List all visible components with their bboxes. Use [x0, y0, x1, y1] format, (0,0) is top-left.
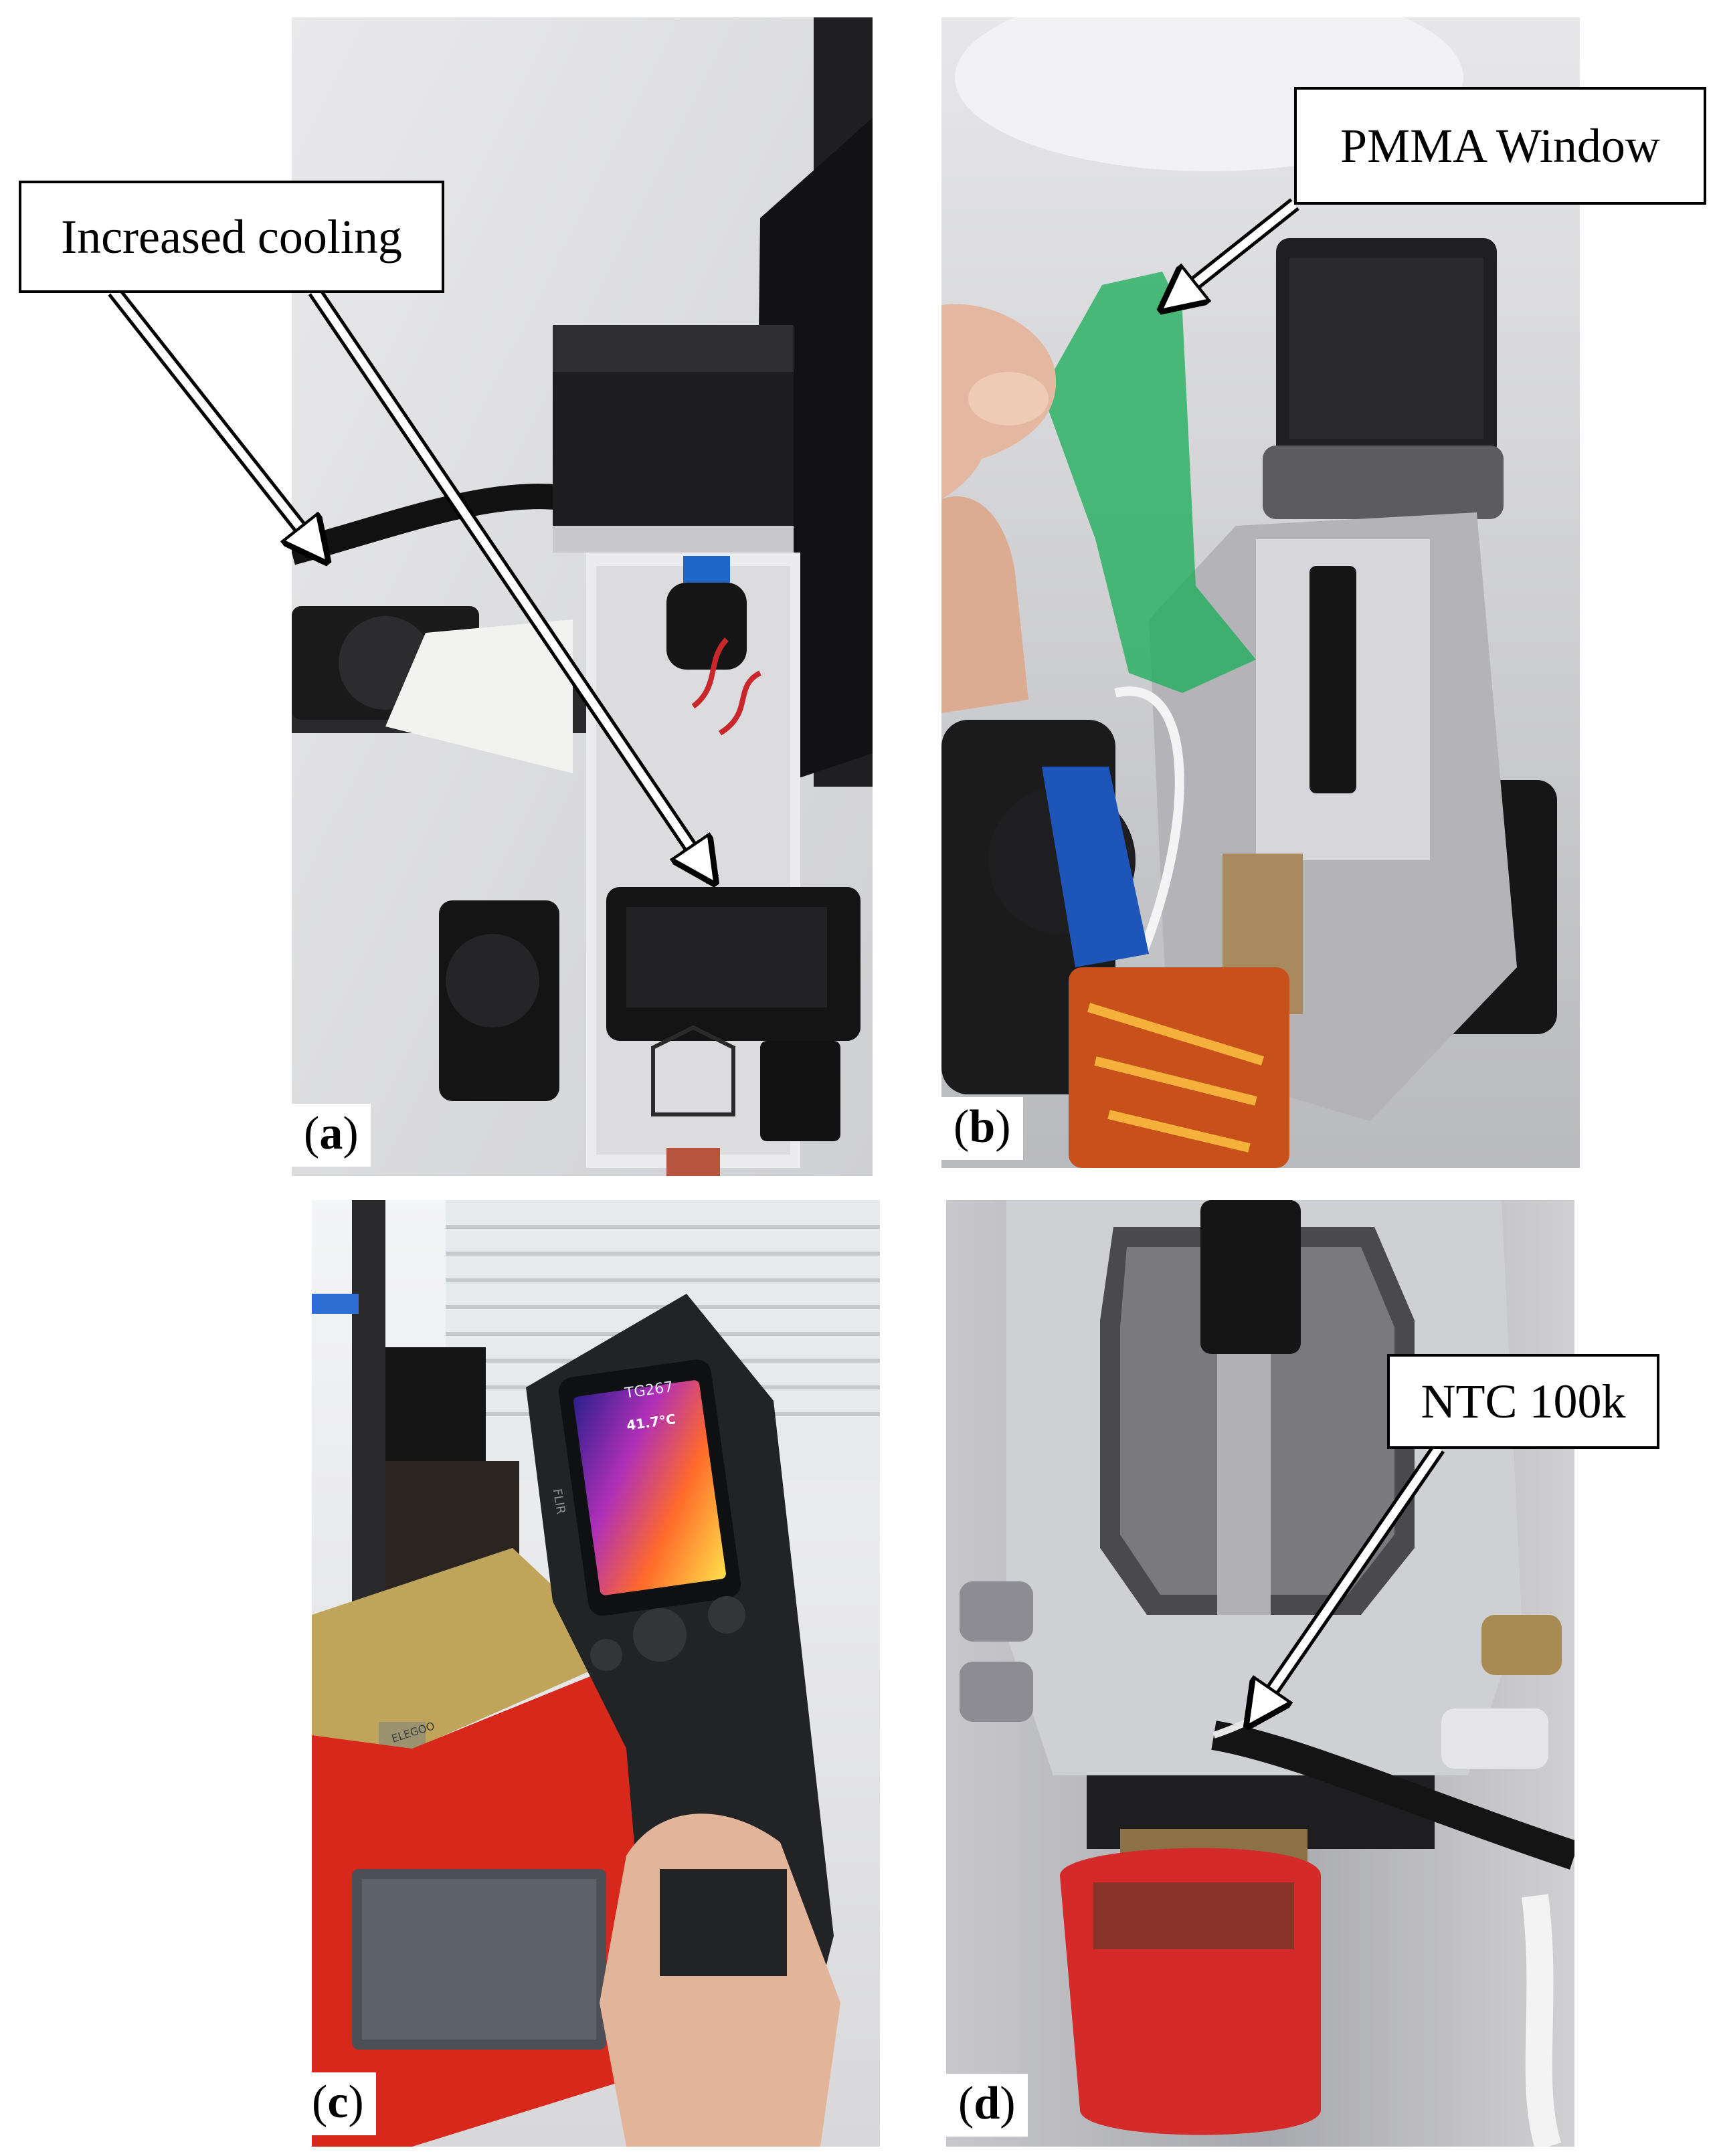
- panel-letter-a: (a): [292, 1104, 371, 1167]
- callout-pmma-window: PMMA Window: [1294, 87, 1706, 205]
- ntc-thermistor-closeup-photo: [946, 1200, 1574, 2147]
- callout-increased-cooling: Increased cooling: [19, 181, 444, 293]
- thermal-camera-measurement-photo: [312, 1200, 880, 2147]
- panel-letter-b: (b): [941, 1097, 1023, 1160]
- photo-panel-c: TG267 41.7°C FLIR ELEGOO: [312, 1200, 880, 2147]
- photo-panel-d: [946, 1200, 1574, 2147]
- callout-ntc-100k: NTC 100k: [1387, 1354, 1659, 1449]
- panel-letter-d: (d): [946, 2074, 1028, 2137]
- panel-letter-c: (c): [300, 2072, 376, 2135]
